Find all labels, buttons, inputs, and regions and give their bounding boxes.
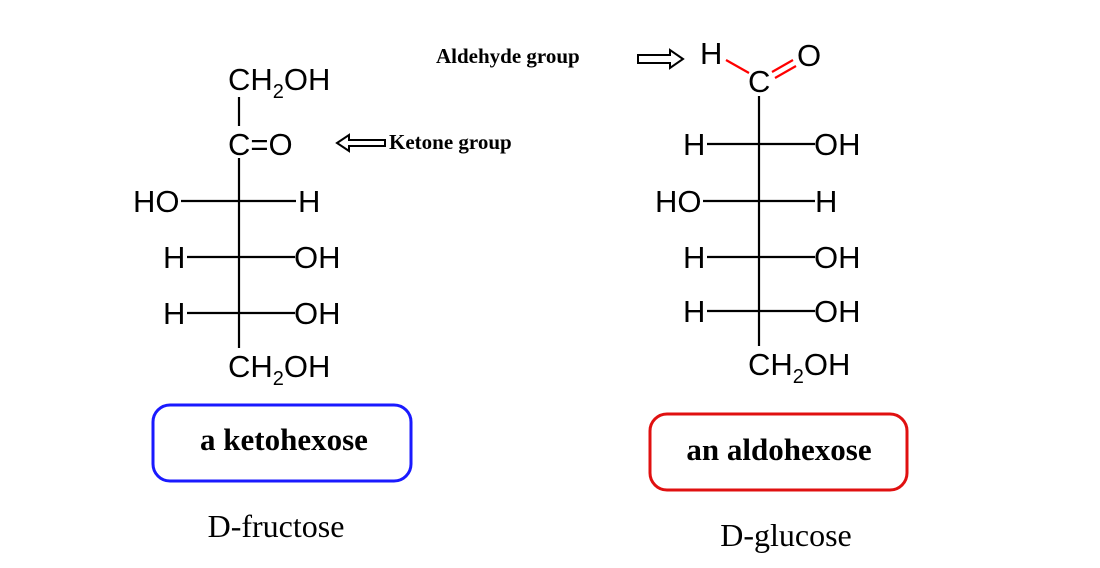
glucose-structure: H C O H OH HO H H OH H OH CH2OH — [655, 36, 861, 388]
aldehyde-h-c-bond — [725, 59, 750, 74]
fructose-row3-right: OH — [294, 296, 341, 331]
glucose-name: D-glucose — [720, 517, 852, 553]
ketohexose-badge-label: a ketohexose — [200, 422, 368, 457]
aldehyde-double-bond-1 — [771, 59, 794, 73]
aldehyde-c: C — [748, 64, 770, 99]
glucose-row3-left: H — [683, 240, 705, 275]
glucose-row1-left: H — [683, 127, 705, 162]
aldehyde-double-bond-2 — [774, 65, 797, 79]
ketohexose-badge-border — [151, 403, 413, 483]
aldehyde-arrow-icon — [637, 48, 685, 70]
aldohexose-badge-label: an aldohexose — [686, 432, 871, 467]
glucose-aldehyde: H C O — [700, 36, 821, 99]
glucose-row3-right: OH — [814, 240, 861, 275]
fructose-top-ch2oh: CH2OH — [228, 62, 330, 103]
glucose-row2-left: HO — [655, 184, 702, 219]
glucose-row1-right: OH — [814, 127, 861, 162]
ketone-arrow-icon — [335, 133, 386, 153]
fructose-row2-left: H — [163, 240, 185, 275]
fructose-structure: CH2OH C=O HO H H OH H OH CH2OH — [133, 62, 341, 390]
glucose-row4-right: OH — [814, 294, 861, 329]
glucose-bottom-ch2oh: CH2OH — [748, 347, 850, 388]
fructose-row2-right: OH — [294, 240, 341, 275]
aldohexose-badge: an aldohexose — [648, 412, 909, 492]
glucose-row4-left: H — [683, 294, 705, 329]
fructose-row3-left: H — [163, 296, 185, 331]
aldohexose-badge-border — [648, 412, 909, 492]
fructose-row1-left: HO — [133, 184, 180, 219]
aldehyde-annotation: Aldehyde group — [436, 44, 685, 70]
ketohexose-badge: a ketohexose — [151, 403, 413, 483]
fructose-bottom-ch2oh: CH2OH — [228, 349, 330, 390]
fructose-row1-right: H — [298, 184, 320, 219]
glucose-row2-right: H — [815, 184, 837, 219]
ketone-annotation: Ketone group — [335, 130, 512, 154]
aldehyde-group-label: Aldehyde group — [436, 44, 580, 68]
ketone-group-label: Ketone group — [389, 130, 512, 154]
aldehyde-o: O — [797, 38, 821, 73]
aldehyde-h: H — [700, 36, 722, 71]
fructose-ketone: C=O — [228, 127, 293, 162]
fructose-name: D-fructose — [208, 508, 345, 544]
